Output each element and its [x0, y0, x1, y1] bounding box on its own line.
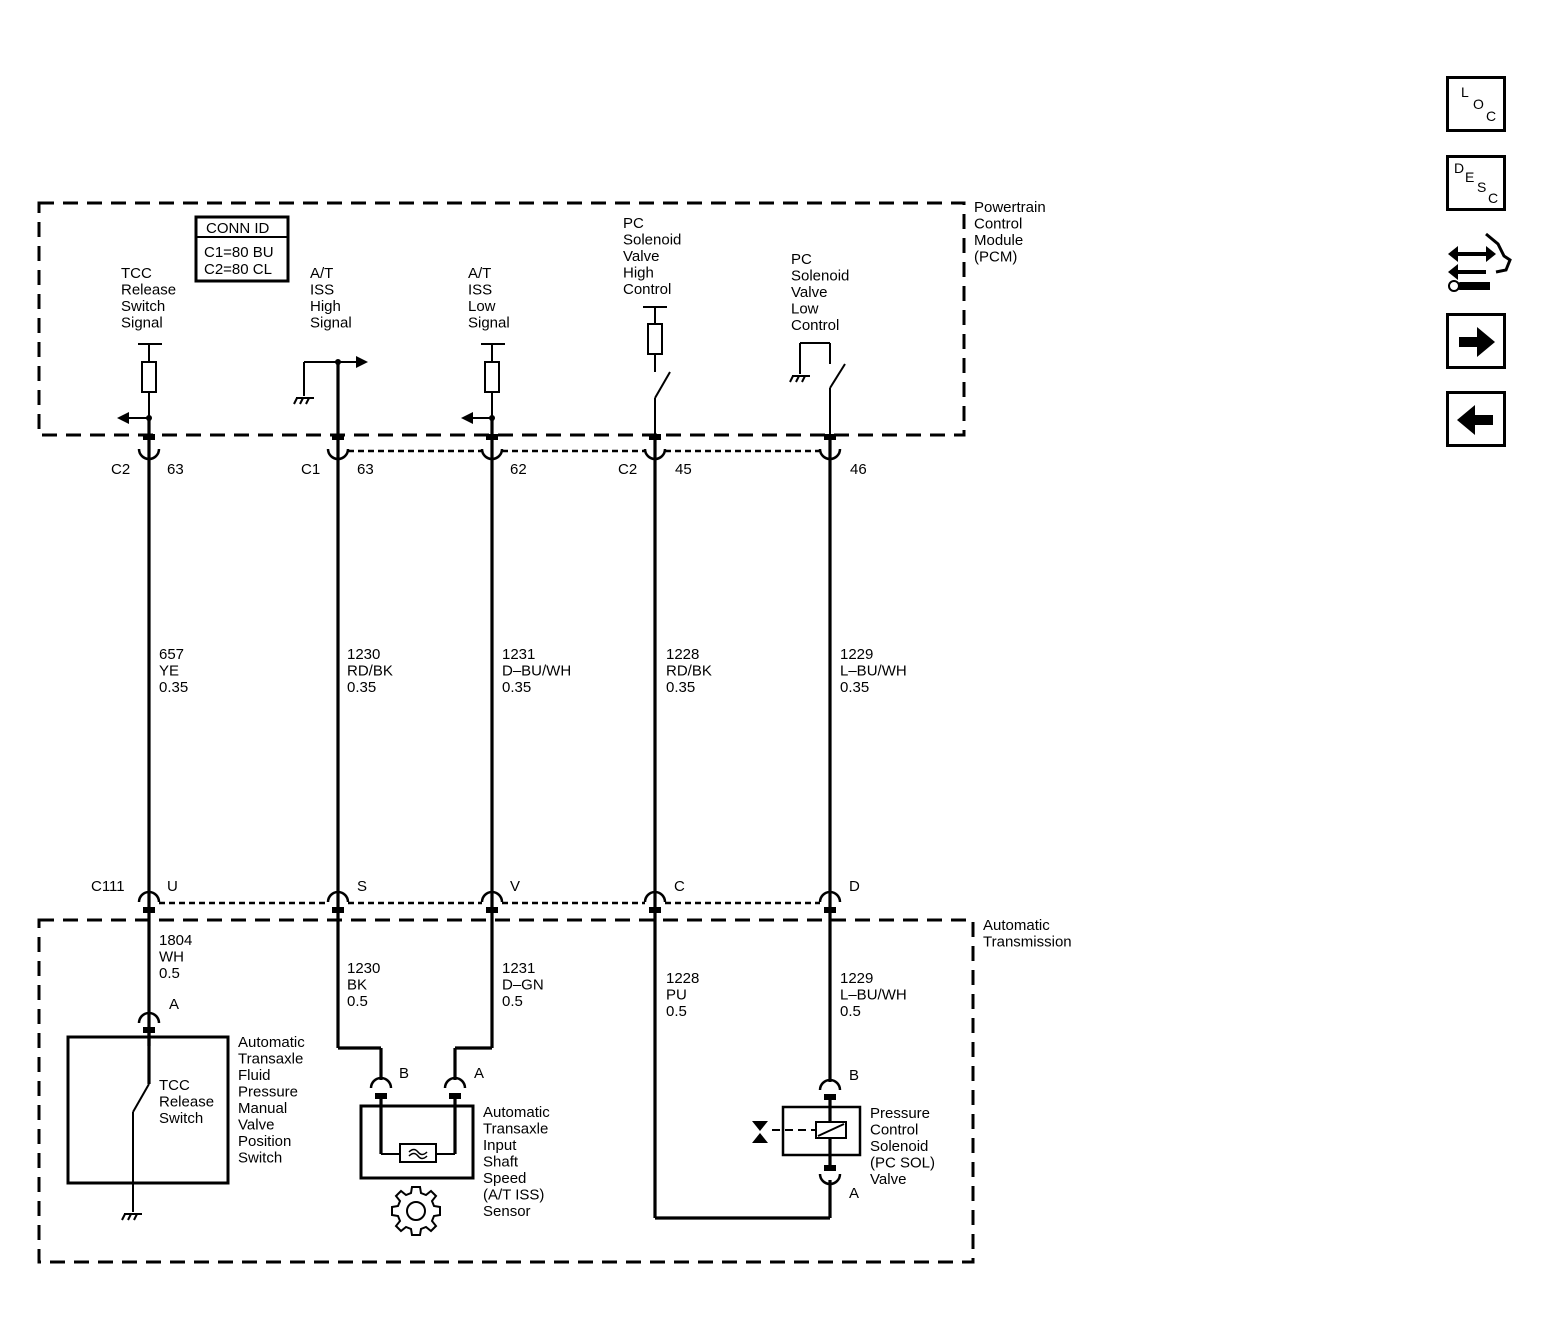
iss-sensor: [338, 1046, 492, 1180]
inline-connector-c111: [137, 890, 842, 913]
conn-id-row: C1=80 BU: [204, 244, 274, 261]
connector-end-view-icon[interactable]: [1446, 230, 1516, 298]
wire-label: 1230 BK 0.5: [347, 960, 385, 1010]
arrow-right-icon[interactable]: [1446, 313, 1506, 369]
loc-letter: O: [1473, 96, 1484, 112]
inline-pin-label: V: [510, 878, 520, 895]
iss-pin-b-label: B: [399, 1065, 409, 1082]
pcm-connector-label: C2: [111, 461, 130, 478]
wire-label: 1228 RD/BK 0.35: [666, 646, 716, 696]
pcm-circuit-label: A/T ISS High Signal: [310, 265, 352, 332]
pcm-connector-label: C2: [618, 461, 637, 478]
pcm-circuit-label: PC Solenoid Valve High Control: [623, 215, 686, 298]
inline-pin-label: C: [674, 878, 685, 895]
high-side-driver-switch-symbol: [643, 306, 671, 435]
tcc-switch-name: Automatic Transaxle Fluid Pressure Manua…: [238, 1034, 309, 1167]
inline-pin-label: D: [849, 878, 860, 895]
pcm-circuit-label: PC Solenoid Valve Low Control: [791, 251, 854, 334]
iss-pin-a-label: A: [474, 1065, 484, 1082]
pcm-connector-pins: [137, 434, 842, 461]
pc-pin-b-label: B: [849, 1067, 859, 1084]
desc-letter: S: [1477, 179, 1487, 195]
pcm-circuit-label: TCC Release Switch Signal: [121, 265, 180, 332]
desc-button[interactable]: D E S C: [1446, 155, 1506, 211]
wire-label: 1229 L–BU/WH 0.35: [840, 646, 911, 696]
pcm-pin-label: 46: [850, 461, 867, 478]
loc-letter: L: [1461, 84, 1469, 100]
desc-letter: C: [1488, 190, 1499, 206]
wire-label: 1230 RD/BK 0.35: [347, 646, 397, 696]
tcc-pin-label: A: [169, 996, 179, 1013]
pcm-connector-label: C1: [301, 461, 320, 478]
pull-up-resistor-symbol: [461, 343, 505, 424]
low-side-driver-switch-symbol: [789, 342, 846, 435]
conn-id-title: CONN ID: [206, 220, 270, 237]
ground-reference-symbol: [293, 356, 368, 405]
pcm-pin-label: 63: [357, 461, 374, 478]
pcm-circuit-label: A/T ISS Low Signal: [468, 265, 510, 332]
pc-pin-a-label: A: [849, 1185, 859, 1202]
wire-label: 657 YE 0.35: [159, 646, 188, 696]
pull-up-resistor-symbol: [117, 343, 162, 424]
pcm-pin-label: 62: [510, 461, 527, 478]
tcc-switch-inner-label: TCC Release Switch: [159, 1077, 218, 1127]
inline-pin-label: S: [357, 878, 367, 895]
pcm-boundary: [37, 201, 966, 437]
conn-id-row: C2=80 CL: [204, 261, 272, 278]
desc-letter: D: [1454, 160, 1465, 176]
transmission-boundary: [37, 918, 975, 1264]
iss-sensor-name: Automatic Transaxle Input Shaft Speed (A…: [483, 1104, 554, 1220]
desc-letter: E: [1465, 169, 1475, 185]
pcm-label: Powertrain Control Module (PCM): [974, 199, 1050, 266]
loc-button[interactable]: L O C: [1446, 76, 1506, 132]
wire-label: 1231 D–GN 0.5: [502, 960, 548, 1010]
inline-pin-label: U: [167, 878, 178, 895]
arrow-left-icon[interactable]: [1446, 391, 1506, 447]
pc-solenoid-name: Pressure Control Solenoid (PC SOL) Valve: [870, 1105, 939, 1188]
wire-label: 1229 L–BU/WH 0.5: [840, 970, 911, 1020]
conn-id-table: CONN ID C1=80 BU C2=80 CL: [194, 215, 290, 283]
loc-letter: C: [1486, 108, 1497, 124]
pc-solenoid: [655, 1078, 862, 1220]
pcm-pin-label: 63: [167, 461, 184, 478]
transmission-label: Automatic Transmission: [983, 917, 1072, 951]
wire-label: 1231 D–BU/WH 0.35: [502, 646, 575, 696]
wire-label: 1228 PU 0.5: [666, 970, 704, 1020]
wire-label: 1804 WH 0.5: [159, 932, 197, 982]
pcm-pin-label: 45: [675, 461, 692, 478]
inline-connector-name: C111: [91, 878, 125, 895]
gear-icon: [391, 1186, 441, 1236]
tcc-release-switch: [66, 1011, 230, 1221]
